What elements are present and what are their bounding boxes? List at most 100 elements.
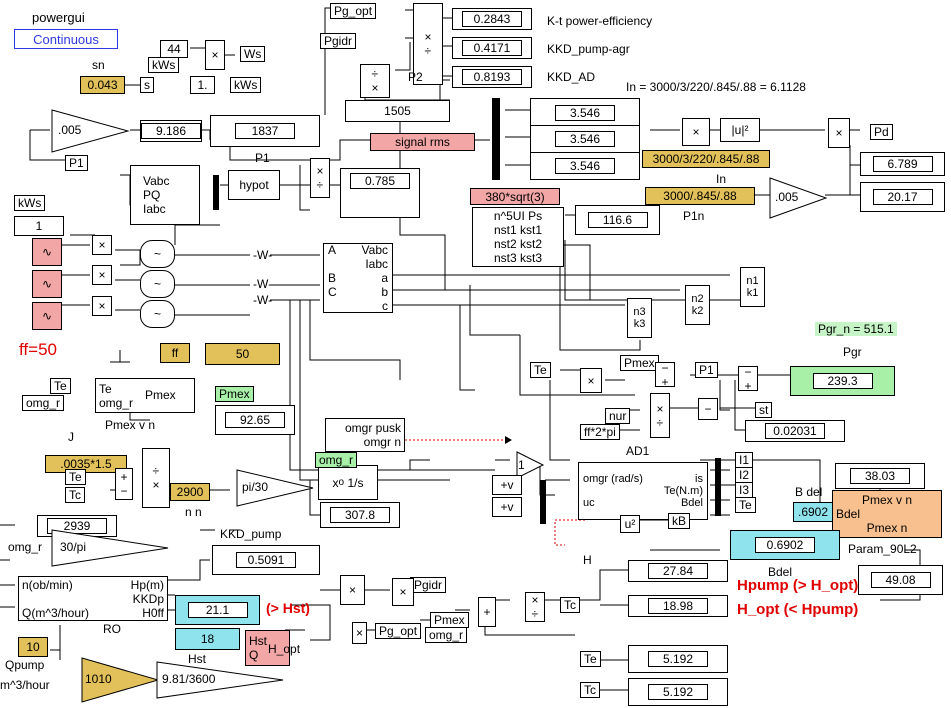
- tag-s[interactable]: s: [140, 77, 154, 93]
- product-src-c[interactable]: ×: [92, 296, 112, 316]
- product-h-2[interactable]: ×: [392, 578, 414, 606]
- const-2900[interactable]: 2900: [170, 483, 210, 501]
- product-pd[interactable]: ×: [828, 118, 850, 148]
- divide-h[interactable]: ×÷: [525, 592, 545, 622]
- display-9265[interactable]: 92.65: [215, 405, 295, 435]
- tag-te-out[interactable]: Te: [735, 497, 756, 513]
- tag-te-1[interactable]: Te: [530, 362, 551, 378]
- powergui-block[interactable]: Continuous: [14, 29, 118, 49]
- tag-pmex-green[interactable]: Pmex: [215, 386, 254, 402]
- sum-v-2[interactable]: +v: [492, 497, 522, 517]
- display-18[interactable]: 18: [175, 628, 240, 650]
- display-2393[interactable]: 239.3: [790, 366, 895, 396]
- tag-p1[interactable]: P1: [65, 155, 88, 171]
- u2-block-small[interactable]: u²: [620, 515, 640, 533]
- hypot-block[interactable]: hypot: [228, 170, 280, 200]
- display-3078[interactable]: 307.8: [320, 502, 400, 528]
- tag-pg-opt-2[interactable]: Pg_opt: [375, 623, 421, 639]
- tag-tc-2[interactable]: Tc: [560, 597, 580, 613]
- display-1898[interactable]: 18.98: [628, 595, 728, 617]
- tag-ff[interactable]: ff: [160, 343, 190, 363]
- sum-block-st[interactable]: −: [698, 398, 718, 420]
- product-src-b[interactable]: ×: [92, 265, 112, 285]
- display-0785[interactable]: 0.785: [340, 168, 420, 218]
- display-2784[interactable]: 27.84: [628, 560, 728, 582]
- sine-source-c[interactable]: ∿: [32, 302, 62, 330]
- display-002031[interactable]: 0.02031: [745, 420, 845, 442]
- tag-kws-2[interactable]: kWs: [230, 77, 261, 93]
- sum-block-2[interactable]: −+: [738, 366, 758, 391]
- divide-block-j[interactable]: ÷×: [142, 448, 170, 508]
- display-4908[interactable]: 49.08: [858, 565, 943, 595]
- display-211[interactable]: 21.1: [175, 595, 260, 625]
- tag-pmex-1[interactable]: Pmex: [620, 355, 659, 371]
- display-3546-2[interactable]: 3.546: [530, 125, 640, 153]
- display-9186[interactable]: 9.186: [140, 120, 202, 142]
- tag-p1-2[interactable]: P1: [695, 362, 718, 378]
- tag-omg-r-3[interactable]: omg_r: [425, 627, 467, 643]
- tag-pgidr-2[interactable]: Pgidr: [410, 577, 446, 593]
- display-kkd-pump[interactable]: 0.4171: [452, 37, 532, 59]
- tag-i3[interactable]: I3: [735, 482, 753, 498]
- tag-pgidr[interactable]: Pgidr: [320, 33, 356, 49]
- display-05091[interactable]: 0.5091: [212, 545, 320, 575]
- display-3546-1[interactable]: 3.546: [530, 98, 640, 128]
- display-2017[interactable]: 20.17: [860, 182, 945, 212]
- tag-pd[interactable]: Pd: [870, 124, 893, 140]
- tag-tc-1[interactable]: Tc: [65, 487, 85, 503]
- tag-kb[interactable]: kB: [668, 513, 690, 529]
- sum-block-1[interactable]: −+: [655, 362, 675, 387]
- product-h-3[interactable]: ×: [352, 622, 367, 644]
- display-3546-3[interactable]: 3.546: [530, 152, 640, 180]
- const-sqrt3[interactable]: 380*sqrt(3): [470, 188, 560, 205]
- divide-block-pq[interactable]: ×÷: [310, 158, 330, 198]
- tag-te-3[interactable]: Te: [65, 469, 86, 485]
- product-pmex[interactable]: ×: [580, 368, 602, 393]
- param-90l2-block[interactable]: Pmex v n Bdel Pmex n: [832, 490, 942, 538]
- block-n1k1[interactable]: n1k1: [740, 267, 765, 307]
- display-kt[interactable]: 0.2843: [452, 8, 532, 30]
- controlled-voltage-a[interactable]: ~: [140, 240, 175, 268]
- tag-tc-3[interactable]: Tc: [580, 682, 600, 698]
- tag-pg-opt[interactable]: Pg_opt: [330, 3, 376, 19]
- const-1[interactable]: 1.: [190, 76, 215, 94]
- display-6789[interactable]: 6.789: [860, 152, 945, 176]
- display-1166[interactable]: 116.6: [575, 205, 660, 235]
- signal-rms-block[interactable]: signal rms: [370, 133, 475, 151]
- tag-i2[interactable]: I2: [735, 467, 753, 483]
- tag-omg-r-1[interactable]: omg_r: [22, 395, 64, 411]
- tag-pmex-2[interactable]: Pmex: [430, 612, 469, 628]
- display-5192-b[interactable]: 5.192: [628, 678, 728, 706]
- const-in-expression[interactable]: 3000/3/220/.845/.88: [642, 150, 770, 168]
- sum-block-j[interactable]: +−: [115, 468, 133, 500]
- controlled-voltage-c[interactable]: ~: [140, 300, 175, 328]
- sum-v-1[interactable]: +v: [492, 475, 522, 495]
- pump-block[interactable]: n(ob/min)Hp(m) KKDp Q(m^3/hour)H0ff: [18, 576, 168, 621]
- tag-nur[interactable]: nur: [605, 408, 630, 424]
- display-6902[interactable]: 0.6902: [730, 530, 840, 560]
- const-q10[interactable]: 10: [18, 637, 48, 657]
- sum-h[interactable]: +: [478, 597, 496, 627]
- product-in[interactable]: ×: [682, 118, 710, 146]
- sine-source-b[interactable]: ∿: [32, 270, 62, 298]
- const-44[interactable]: 44: [160, 40, 188, 58]
- display-3803[interactable]: 38.03: [835, 463, 925, 489]
- product-ad1[interactable]: ×÷: [650, 393, 670, 438]
- divide-block-p2[interactable]: ÷×: [360, 64, 390, 98]
- const-1-source[interactable]: 1: [14, 216, 64, 236]
- controlled-voltage-b[interactable]: ~: [140, 270, 175, 298]
- product-ws[interactable]: ×: [205, 40, 225, 70]
- tag-i1[interactable]: I1: [735, 452, 753, 468]
- display-6902-small[interactable]: .6902: [793, 502, 833, 522]
- display-kkd-ad[interactable]: 0.8193: [452, 66, 532, 88]
- tag-kws-1[interactable]: kWs: [148, 57, 179, 73]
- display-ff-50[interactable]: 50: [205, 343, 280, 365]
- const-p1n-expression[interactable]: 3000/.845/.88: [645, 187, 755, 205]
